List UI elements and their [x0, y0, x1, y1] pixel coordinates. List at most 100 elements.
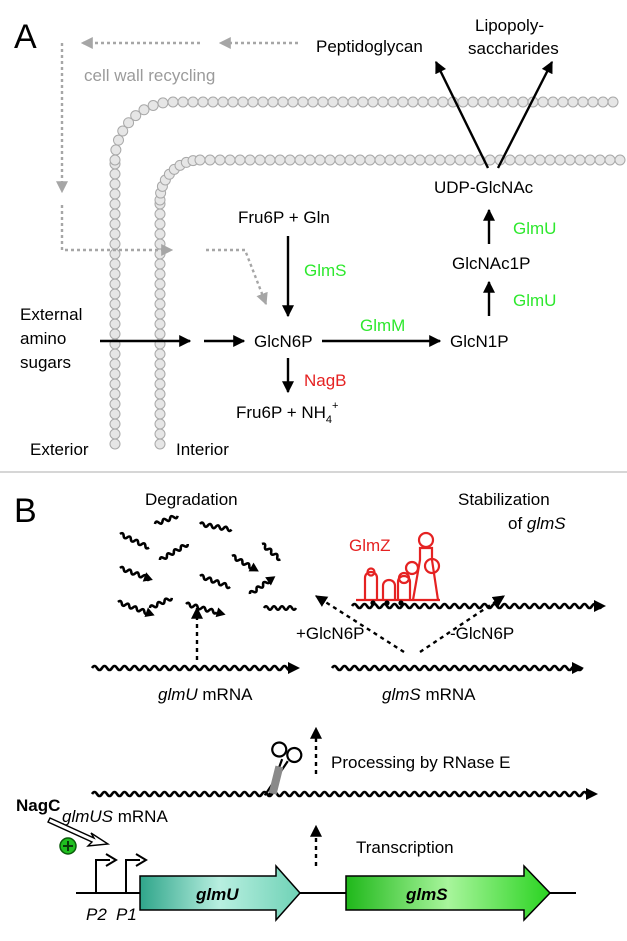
- glmm-enzyme: GlmM: [360, 316, 405, 335]
- external-label-line2: amino: [20, 329, 66, 348]
- lipid-head: [154, 328, 166, 340]
- lipid-head: [467, 96, 479, 108]
- glmu-wave-head: [288, 662, 300, 674]
- glmus-wave-head: [586, 788, 598, 800]
- lipid-head: [197, 96, 209, 108]
- fragment: [261, 542, 281, 562]
- scissors-icon: [263, 741, 303, 798]
- lipid-head: [154, 298, 166, 310]
- lipid-head: [427, 96, 439, 108]
- lipid-head: [534, 154, 546, 166]
- lipid-head: [154, 208, 166, 220]
- lipid-head: [154, 258, 166, 270]
- lipid-head: [537, 96, 549, 108]
- lipid-head: [109, 328, 121, 340]
- glmz-loop-3: [397, 571, 411, 585]
- p2-label: P2: [86, 905, 107, 924]
- gene-glms: [345, 864, 552, 922]
- lipid-head: [604, 154, 616, 166]
- lipid-head: [154, 308, 166, 320]
- lipid-head: [224, 154, 236, 166]
- lipid-head: [377, 96, 389, 108]
- processing-label: Processing by RNase E: [331, 753, 511, 772]
- lipid-head: [154, 268, 166, 280]
- glmz-loop-1: [366, 567, 376, 577]
- fragment-wave: [231, 554, 254, 570]
- lipid-head: [109, 408, 121, 420]
- glcn1p-label: GlcN1P: [450, 332, 509, 351]
- lipid-head: [414, 154, 426, 166]
- fragment-wave: [185, 601, 218, 615]
- lipid-head: [214, 154, 226, 166]
- membrane-bilayer: [109, 96, 626, 450]
- lipid-head: [154, 398, 166, 410]
- lipid-head: [147, 99, 159, 111]
- lipid-head: [574, 154, 586, 166]
- glmu-mrna: [90, 662, 300, 674]
- lipid-head: [577, 96, 589, 108]
- recycling-label: cell wall recycling: [84, 66, 215, 85]
- lipid-head: [207, 96, 219, 108]
- lipid-head: [297, 96, 309, 108]
- lipid-head: [109, 258, 121, 270]
- lipid-head: [109, 398, 121, 410]
- lipid-head: [264, 154, 276, 166]
- fragment: [262, 604, 298, 612]
- lipid-head: [334, 154, 346, 166]
- lipid-head: [267, 96, 279, 108]
- minus-glcn6p-label: -GlcN6P: [450, 624, 514, 643]
- fragment: [199, 521, 233, 533]
- lipid-head: [109, 228, 121, 240]
- lipid-head: [364, 154, 376, 166]
- lipid-head: [157, 97, 169, 109]
- glcnac1p-label: GlcNAc1P: [452, 254, 530, 273]
- lipid-head: [404, 154, 416, 166]
- glmz-srna: [356, 531, 441, 602]
- lipid-head: [109, 438, 121, 450]
- glcn6p-label: GlcN6P: [254, 332, 313, 351]
- glmz-loop-mid: [423, 557, 441, 575]
- lipid-head: [567, 96, 579, 108]
- recycling-arrow-in: [60, 205, 174, 256]
- fragment-head: [144, 607, 155, 617]
- lipid-head: [154, 318, 166, 330]
- lipid-head: [424, 154, 436, 166]
- interior-label: Interior: [176, 440, 229, 459]
- peptidoglycan-label: Peptidoglycan: [316, 37, 423, 56]
- plus-icon: [59, 837, 77, 855]
- lipid-head: [109, 428, 121, 440]
- lipid-head: [123, 117, 135, 129]
- lipid-head: [407, 96, 419, 108]
- nagc-activation-arrow: [47, 817, 111, 847]
- p1-label: P1: [116, 905, 137, 924]
- degradation-label: Degradation: [145, 490, 238, 509]
- fru6p-nh4-label: Fru6P + NH4+: [236, 400, 338, 426]
- glms-mrna: [330, 662, 584, 674]
- glmz-label: GlmZ: [349, 536, 391, 555]
- stabilized-glms-wave-head: [594, 600, 606, 612]
- lipid-head: [109, 268, 121, 280]
- fragment-head: [215, 607, 226, 618]
- fragment: [158, 543, 190, 561]
- lipid-head: [557, 96, 569, 108]
- lipid-head: [109, 308, 121, 320]
- fragment-wave: [153, 514, 179, 525]
- lipid-head: [254, 154, 266, 166]
- panel-b-label: B: [14, 492, 37, 530]
- glms-wave: [330, 664, 584, 672]
- lipid-head: [294, 154, 306, 166]
- fragment: [199, 573, 231, 590]
- fragment: [248, 576, 276, 595]
- lps-label-line1: Lipopoly-: [475, 16, 544, 35]
- lipid-head: [284, 154, 296, 166]
- lipid-head: [109, 418, 121, 430]
- fragment: [185, 601, 226, 618]
- glms-enzyme: GlmS: [304, 261, 347, 280]
- glmu-enzyme-1: GlmU: [513, 219, 556, 238]
- lipid-head: [109, 168, 121, 180]
- lipid-head: [244, 154, 256, 166]
- lipid-head: [154, 278, 166, 290]
- lipid-head: [109, 348, 121, 360]
- lipid-head: [237, 96, 249, 108]
- lipid-head: [597, 96, 609, 108]
